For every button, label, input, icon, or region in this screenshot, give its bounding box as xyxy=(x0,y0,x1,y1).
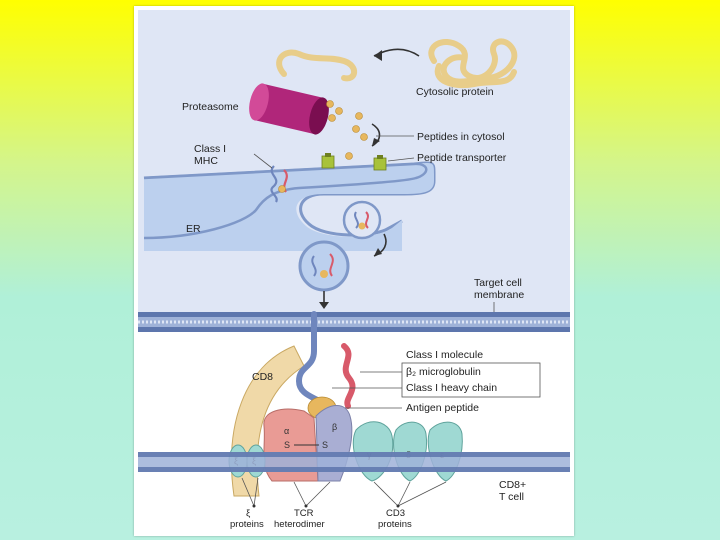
xi-proteins-label-2: proteins xyxy=(230,519,264,530)
peptides-in-cytosol-label: Peptides in cytosol xyxy=(417,131,505,143)
antigen-peptide-label: Antigen peptide xyxy=(406,402,479,414)
cd8-t-cell-label-1: CD8+ xyxy=(499,479,526,491)
disulfide-s2-label: S xyxy=(322,440,328,450)
class-i-mhc-in-er xyxy=(270,165,288,203)
target-cell-membrane-label-2: membrane xyxy=(474,289,524,301)
beta2-microglobulin-label: β₂ microglobulin xyxy=(406,366,481,378)
leader-transporter xyxy=(387,157,415,162)
cd8-t-cell-label-2: T cell xyxy=(499,491,524,503)
class-i-mhc-label-2: MHC xyxy=(194,155,218,167)
tcr-alpha-label: α xyxy=(284,426,289,436)
unfolding-protein xyxy=(276,49,358,82)
tcr-beta-label: β xyxy=(332,422,337,432)
t-cell-membrane xyxy=(138,452,570,472)
transport-vesicle xyxy=(298,240,350,292)
disulfide-s1-label: S xyxy=(284,440,290,450)
class-i-label-box xyxy=(401,362,541,398)
cd3-label-2: proteins xyxy=(378,519,412,530)
tcr-label-1: TCR xyxy=(294,508,314,519)
cytosolic-protein-shape xyxy=(428,38,518,88)
tcr-label-2: heterodimer xyxy=(274,519,325,530)
cd8-label: CD8 xyxy=(252,371,273,383)
proteasome-label: Proteasome xyxy=(182,101,239,113)
target-cell-membrane-label-1: Target cell xyxy=(474,277,522,289)
proteasome-shape xyxy=(249,83,329,135)
cd3-label-1: CD3 xyxy=(386,508,405,519)
class-i-molecule-label: Class I molecule xyxy=(406,349,483,361)
peptide-transporter-2 xyxy=(373,155,387,171)
class-i-heavy-chain-label: Class I heavy chain xyxy=(406,382,497,394)
peptide-transporter-label: Peptide transporter xyxy=(417,152,507,164)
arrow-head xyxy=(374,50,382,61)
class-i-mhc-label-1: Class I xyxy=(194,143,226,155)
bottom-leaders xyxy=(241,477,447,507)
cytosolic-protein-label: Cytosolic protein xyxy=(416,86,494,98)
diagram-frame: Proteasome Cytosolic protein Peptides in… xyxy=(134,6,574,536)
er-body xyxy=(143,162,428,240)
target-cell-membrane xyxy=(138,312,570,332)
er-bud-vesicle xyxy=(342,200,382,240)
er-label: ER xyxy=(186,223,201,235)
antigen-presentation-diagram: Proteasome Cytosolic protein Peptides in… xyxy=(138,10,570,530)
xi-proteins-label-1: ξ xyxy=(246,508,251,519)
peptide-transporter-1 xyxy=(321,153,335,169)
